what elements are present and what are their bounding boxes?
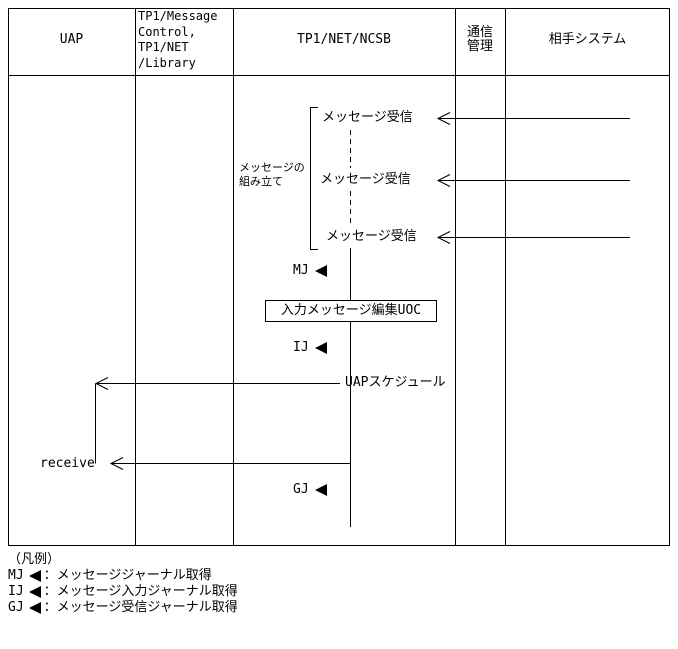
msg-receive-label-2: メッセージ受信 [320, 172, 411, 187]
msg-receive-label-1: メッセージ受信 [322, 110, 413, 125]
legend-item-mj: MJ ：メッセージジャーナル取得 [8, 568, 238, 583]
ij-journal-marker: IJ [293, 341, 327, 355]
column-header-partner: 相手システム [548, 32, 627, 47]
uap-schedule-label: UAPスケジュール [345, 375, 446, 390]
column-header-uap: UAP [59, 32, 84, 47]
receive-label: receive [40, 456, 95, 471]
legend-gj-desc: ：メッセージ受信ジャーナル取得 [43, 600, 238, 615]
uoc-box: 入力メッセージ編集UOC [265, 300, 437, 322]
uap-schedule-arrow [94, 377, 340, 390]
column-header-library: TP1/Message Control, TP1/NET /Library [138, 9, 218, 70]
column-header-comm: 通信 管理 [466, 25, 493, 54]
gj-journal-marker: GJ [293, 483, 327, 497]
ij-triangle-icon [314, 342, 327, 354]
legend: （凡例） MJ ：メッセージジャーナル取得 IJ ：メッセージ入力ジャーナル取得… [8, 552, 238, 615]
assembly-note: メッセージの 組み立て [239, 161, 305, 188]
msg-receive-label-3: メッセージ受信 [326, 229, 417, 244]
gj-label: GJ [293, 482, 309, 497]
msg-receive-arrow-2 [436, 174, 630, 187]
mj-label: MJ [293, 263, 309, 278]
legend-gj-code: GJ [8, 600, 24, 615]
legend-ij-code: IJ [8, 584, 24, 599]
legend-ij-desc: ：メッセージ入力ジャーナル取得 [43, 584, 238, 599]
legend-mj-triangle-icon [28, 569, 41, 582]
legend-item-gj: GJ ：メッセージ受信ジャーナル取得 [8, 600, 238, 615]
legend-mj-desc: ：メッセージジャーナル取得 [43, 568, 212, 583]
legend-title: （凡例） [8, 552, 61, 567]
legend-gj-triangle-icon [28, 601, 41, 614]
ij-label: IJ [293, 340, 309, 355]
legend-mj-code: MJ [8, 568, 24, 583]
assembly-bracket [310, 107, 318, 250]
table-grid [8, 8, 670, 546]
gj-triangle-icon [314, 484, 327, 496]
msg-receive-arrow-1 [436, 112, 630, 125]
mj-triangle-icon [314, 265, 327, 277]
legend-ij-triangle-icon [28, 585, 41, 598]
mj-journal-marker: MJ [293, 264, 327, 278]
receive-arrow [109, 457, 350, 470]
legend-item-ij: IJ ：メッセージ入力ジャーナル取得 [8, 584, 238, 599]
msg-receive-arrow-3 [436, 231, 630, 244]
column-header-ncsb: TP1/NET/NCSB [297, 32, 391, 47]
